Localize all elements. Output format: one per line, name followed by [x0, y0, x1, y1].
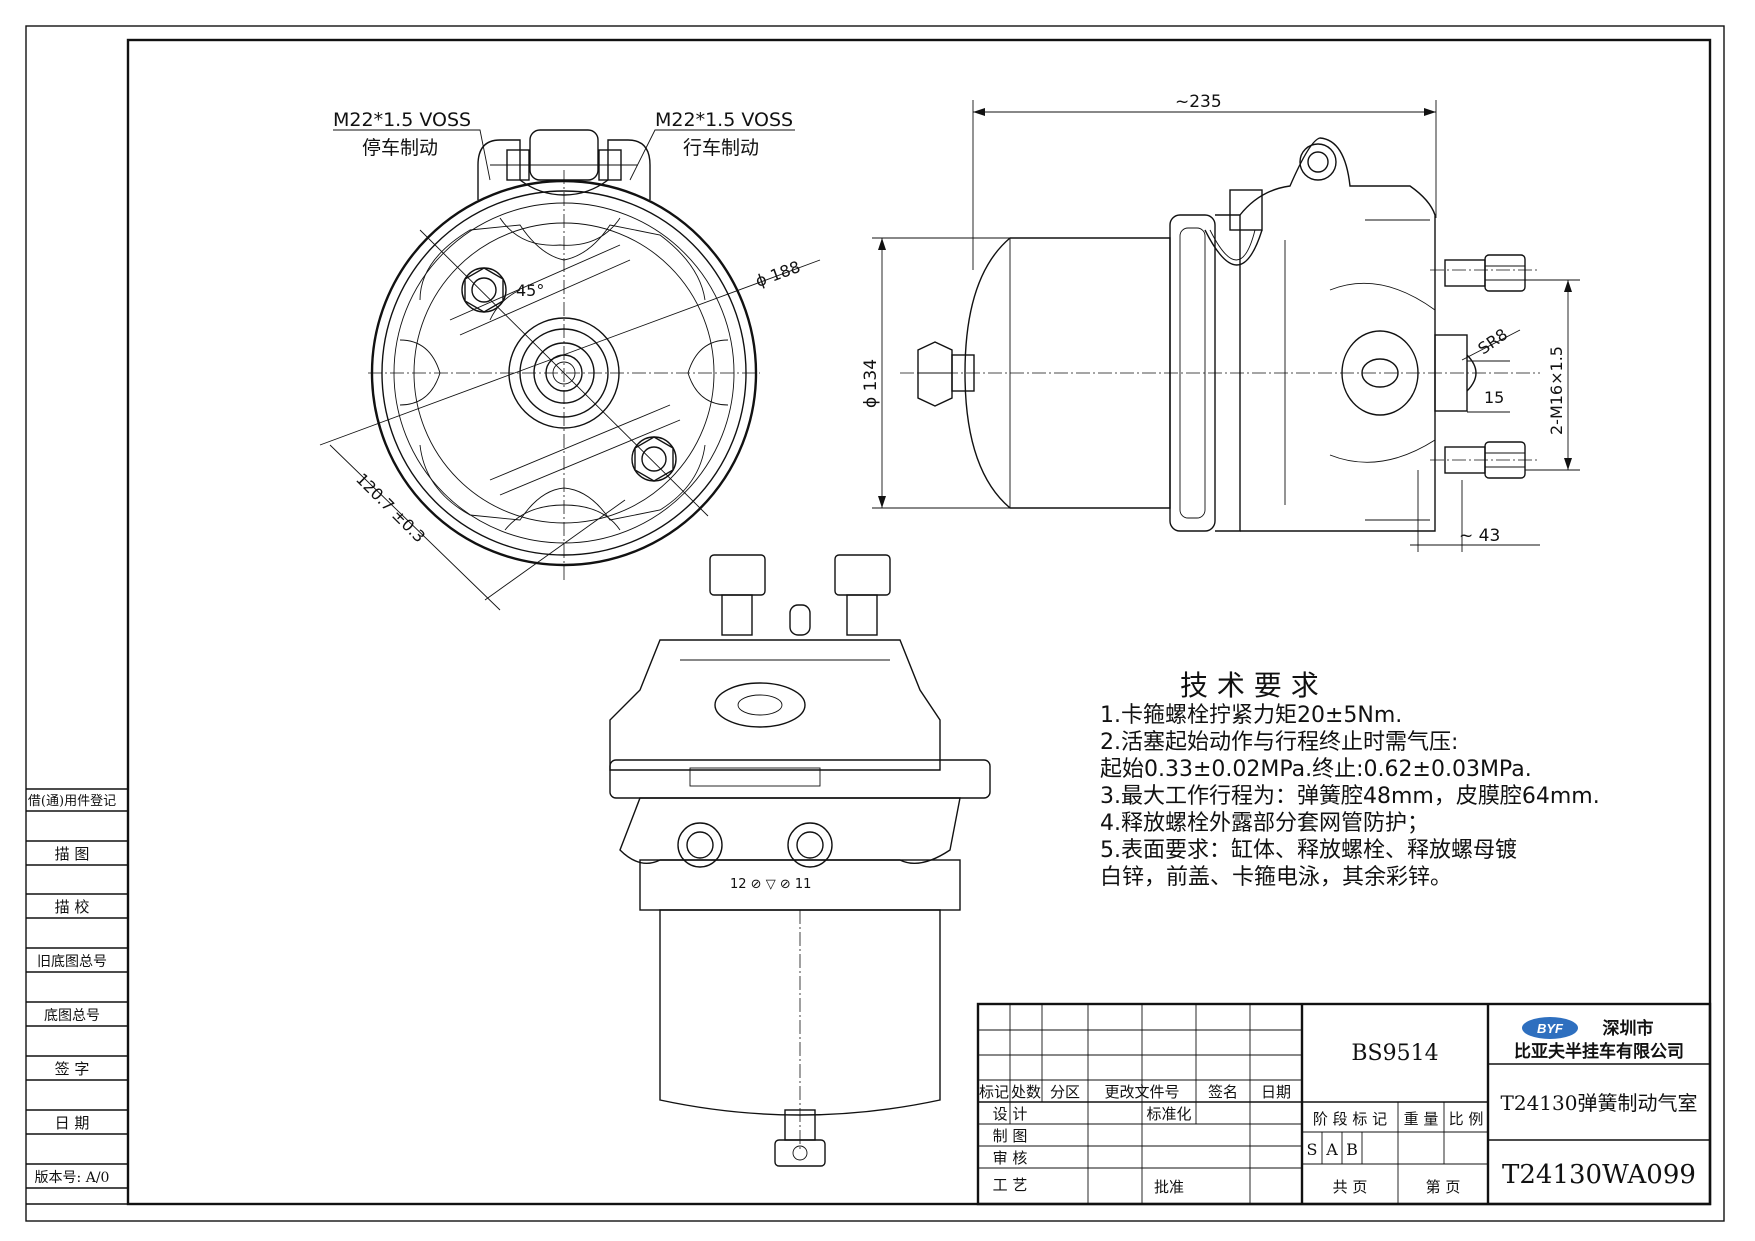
thread-right-purpose: 行车制动	[683, 137, 759, 159]
angle-label: 45°	[516, 281, 544, 300]
hdr-zone: 分区	[1050, 1083, 1080, 1101]
hdr-mark: 标记	[979, 1083, 1009, 1101]
left-strip: 借(通)用件登记 描 图 描 校 旧底图总号 底图总号 签 字 日 期 版本号:…	[26, 788, 128, 1189]
dim-15-label: 15	[1484, 388, 1504, 407]
thread-left-label: M22*1.5 VOSS	[333, 109, 471, 131]
thread-left-purpose: 停车制动	[362, 137, 438, 159]
hdr-date: 日期	[1261, 1083, 1291, 1101]
drawing-no: T24130WA099	[1502, 1160, 1696, 1190]
thread-right-label: M22*1.5 VOSS	[655, 109, 793, 131]
total-pages: 共 页	[1333, 1178, 1368, 1196]
drawing-frame	[126, 38, 1712, 1206]
front-view: 45° ϕ 188 120.7 ±0.3 M22*1.5 VOSS 停车制动 M…	[319, 109, 821, 611]
logo-text: BYF	[1537, 1021, 1564, 1036]
logo-icon	[1522, 1017, 1578, 1039]
hdr-count: 处数	[1011, 1083, 1041, 1101]
stage-s: S	[1307, 1140, 1318, 1159]
role-draw: 制 图	[993, 1127, 1028, 1145]
tech-line-4: 3.最大工作行程为：弹簧腔48mm，皮膜腔64mm.	[1100, 784, 1600, 809]
strip-row-1: 描 图	[55, 845, 90, 863]
company-name: 比亚夫半挂车有限公司	[1514, 1041, 1684, 1062]
side-view: ~235 ϕ 134	[861, 92, 1580, 552]
strip-row-6: 日 期	[55, 1114, 90, 1132]
tech-line-5: 4.释放螺栓外露部分套网管防护；	[1100, 811, 1429, 836]
title-block: 标记 处数 分区 更改文件号 签名 日期 设 计 制 图 审 核 工 艺 标准化…	[976, 1002, 1712, 1206]
part-name: T24130弹簧制动气室	[1501, 1091, 1698, 1115]
role-design: 设 计	[993, 1105, 1028, 1123]
strip-row-5: 签 字	[55, 1060, 90, 1078]
tech-line-6: 5.表面要求：缸体、释放螺栓、释放螺母镀	[1100, 838, 1517, 863]
role-review: 审 核	[993, 1149, 1028, 1167]
strip-row-7: 版本号: A/0	[35, 1170, 110, 1186]
diameter-188-label: ϕ 188	[753, 257, 803, 291]
length-label: ~235	[1175, 92, 1222, 112]
weight-label: 重 量	[1404, 1110, 1439, 1128]
strip-row-0: 借(通)用件登记	[28, 794, 116, 809]
stage-a: A	[1325, 1140, 1338, 1159]
strip-row-2: 描 校	[55, 898, 90, 916]
code-label: BS9514	[1351, 1041, 1438, 1066]
stage-b: B	[1346, 1140, 1358, 1159]
outer-border	[25, 25, 1725, 1222]
tech-line-7: 白锌，前盖、卡箍电泳，其余彩锌。	[1100, 865, 1452, 890]
strip-row-4: 底图总号	[44, 1008, 100, 1024]
dim-43-label: ~ 43	[1459, 526, 1500, 546]
hdr-change-doc: 更改文件号	[1104, 1083, 1179, 1101]
tech-line-1: 1.卡箍螺栓拧紧力矩20±5Nm.	[1100, 703, 1402, 728]
tech-title: 技 术 要 求	[1180, 669, 1319, 702]
tech-line-2: 2.活塞起始动作与行程终止时需气压:	[1100, 730, 1458, 755]
hdr-sign: 签名	[1208, 1083, 1238, 1101]
port-marks: 12 ⊘ ▽ ⊘ 11	[730, 877, 811, 892]
scale-label: 比 例	[1449, 1110, 1484, 1128]
company-city: 深圳市	[1603, 1018, 1654, 1039]
stage-mark-label: 阶 段 标 记	[1313, 1110, 1387, 1128]
diameter-134-label: ϕ 134	[861, 359, 881, 408]
bottom-view: 12 ⊘ ▽ ⊘ 11	[609, 554, 991, 1167]
tech-requirements: 技 术 要 求 1.卡箍螺栓拧紧力矩20±5Nm. 2.活塞起始动作与行程终止时…	[1100, 669, 1600, 890]
tech-line-3: 起始0.33±0.02MPa.终止:0.62±0.03MPa.	[1100, 757, 1532, 782]
page-no: 第 页	[1426, 1178, 1461, 1196]
strip-row-3: 旧底图总号	[37, 954, 107, 970]
approve-label: 批准	[1154, 1178, 1184, 1196]
sr8-label: SR8	[1474, 325, 1511, 359]
bolts-label: 2-M16×1.5	[1547, 346, 1566, 435]
role-process: 工 艺	[993, 1176, 1028, 1194]
standardize-label: 标准化	[1146, 1105, 1191, 1123]
